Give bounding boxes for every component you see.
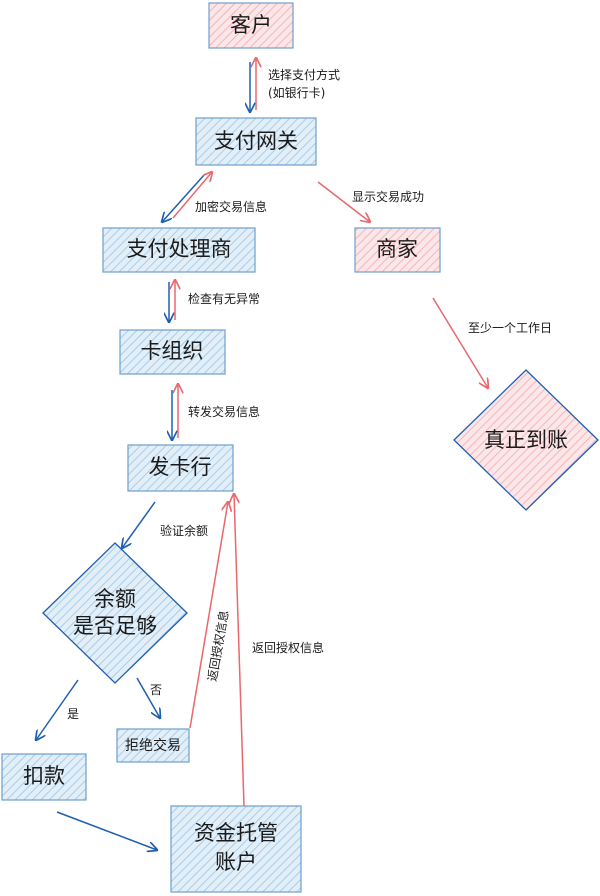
label-verify-balance: 验证余额 — [160, 523, 208, 538]
edge-processor-to-gateway — [172, 172, 212, 219]
node-gateway-label: 支付网关 — [214, 129, 298, 153]
node-gateway: 支付网关 — [195, 117, 317, 166]
edge-gateway-to-processor — [162, 173, 206, 222]
node-merchant: 商家 — [354, 227, 441, 273]
node-issuer: 发卡行 — [127, 444, 234, 492]
label-select-payment-line2: (如银行卡) — [268, 85, 325, 100]
node-card-org: 卡组织 — [119, 329, 226, 375]
label-return-auth-2: 返回授权信息 — [252, 640, 324, 655]
label-check-anomaly: 检查有无异常 — [188, 291, 260, 306]
edge-gateway-to-merchant — [317, 181, 370, 222]
edge-escrow-to-issuer — [234, 494, 245, 807]
label-no: 否 — [150, 683, 162, 697]
label-select-payment-line1: 选择支付方式 — [268, 67, 340, 82]
node-balance-check-line1: 余额 — [94, 587, 136, 611]
node-settled-label: 真正到账 — [484, 428, 568, 452]
label-forward-info: 转发交易信息 — [188, 404, 260, 419]
node-debit: 扣款 — [1, 753, 87, 801]
edge-merchant-to-settled — [432, 297, 488, 388]
node-escrow-line1: 资金托管 — [194, 821, 278, 845]
edge-labels: 选择支付方式 (如银行卡) 加密交易信息 显示交易成功 检查有无异常 转发交易信… — [67, 67, 552, 721]
node-settled: 真正到账 — [453, 369, 599, 511]
node-customer-label: 客户 — [230, 13, 272, 37]
node-customer: 客户 — [208, 2, 294, 49]
edge-debit-to-escrow — [56, 811, 157, 850]
node-processor-label: 支付处理商 — [127, 237, 232, 261]
node-issuer-label: 发卡行 — [149, 455, 212, 479]
edges — [36, 58, 488, 850]
node-processor: 支付处理商 — [102, 227, 256, 273]
label-show-success: 显示交易成功 — [352, 189, 424, 204]
label-encrypt-info: 加密交易信息 — [195, 199, 267, 214]
node-merchant-label: 商家 — [376, 237, 418, 261]
edge-balance-to-debit — [36, 679, 79, 740]
node-card-org-label: 卡组织 — [141, 339, 204, 363]
edge-balance-to-reject — [136, 677, 160, 718]
node-reject: 拒绝交易 — [116, 728, 190, 763]
node-escrow: 资金托管 账户 — [170, 805, 302, 893]
edge-issuer-to-balance — [122, 501, 156, 548]
node-balance-check: 余额 是否足够 — [42, 542, 188, 684]
label-at-least-one-day: 至少一个工作日 — [468, 321, 552, 335]
node-reject-label: 拒绝交易 — [125, 737, 181, 754]
node-balance-check-line2: 是否足够 — [73, 614, 157, 638]
node-escrow-line2: 账户 — [215, 850, 257, 874]
edge-reject-to-issuer — [189, 502, 228, 729]
node-debit-label: 扣款 — [23, 764, 65, 788]
label-yes: 是 — [67, 707, 79, 721]
